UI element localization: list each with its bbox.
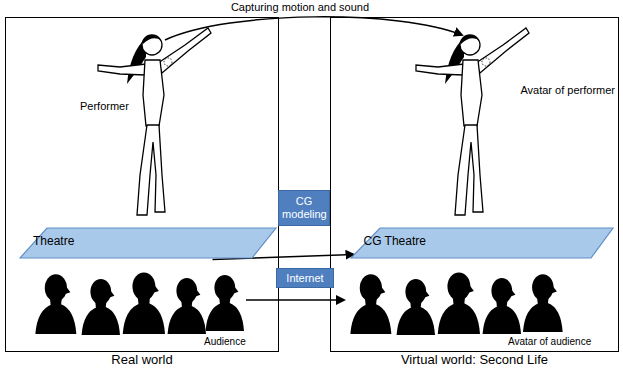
figure-label: Audience bbox=[204, 336, 246, 347]
platform-outline bbox=[20, 228, 276, 258]
panel-heading: Real world bbox=[6, 352, 278, 367]
figure-label: Avatar of audience bbox=[508, 336, 591, 347]
panel-heading: Virtual world: Second Life bbox=[331, 352, 618, 367]
figure-label: Avatar of performer bbox=[520, 84, 615, 96]
world-panel: Real worldTheatre bbox=[5, 17, 279, 352]
stage-platform: Theatre bbox=[19, 227, 277, 259]
platform-label: CG Theatre bbox=[350, 227, 426, 248]
capture-arrow bbox=[165, 17, 462, 40]
world-panel: Virtual world: Second LifeCG Theatre bbox=[330, 17, 619, 352]
platform-outline bbox=[351, 228, 613, 258]
avatar-audience-silhouettes bbox=[350, 272, 562, 335]
platform-label: Theatre bbox=[19, 227, 74, 248]
avatar-figure bbox=[416, 28, 529, 215]
audience-silhouettes bbox=[35, 272, 244, 335]
cg-modeling-box: CG modeling bbox=[278, 190, 330, 226]
internet-box: Internet bbox=[276, 268, 334, 288]
figure-label: Performer bbox=[80, 100, 129, 112]
arrow-label: Capturing motion and sound bbox=[228, 1, 372, 13]
stage-platform: CG Theatre bbox=[350, 227, 614, 259]
performer-figure bbox=[98, 28, 211, 215]
